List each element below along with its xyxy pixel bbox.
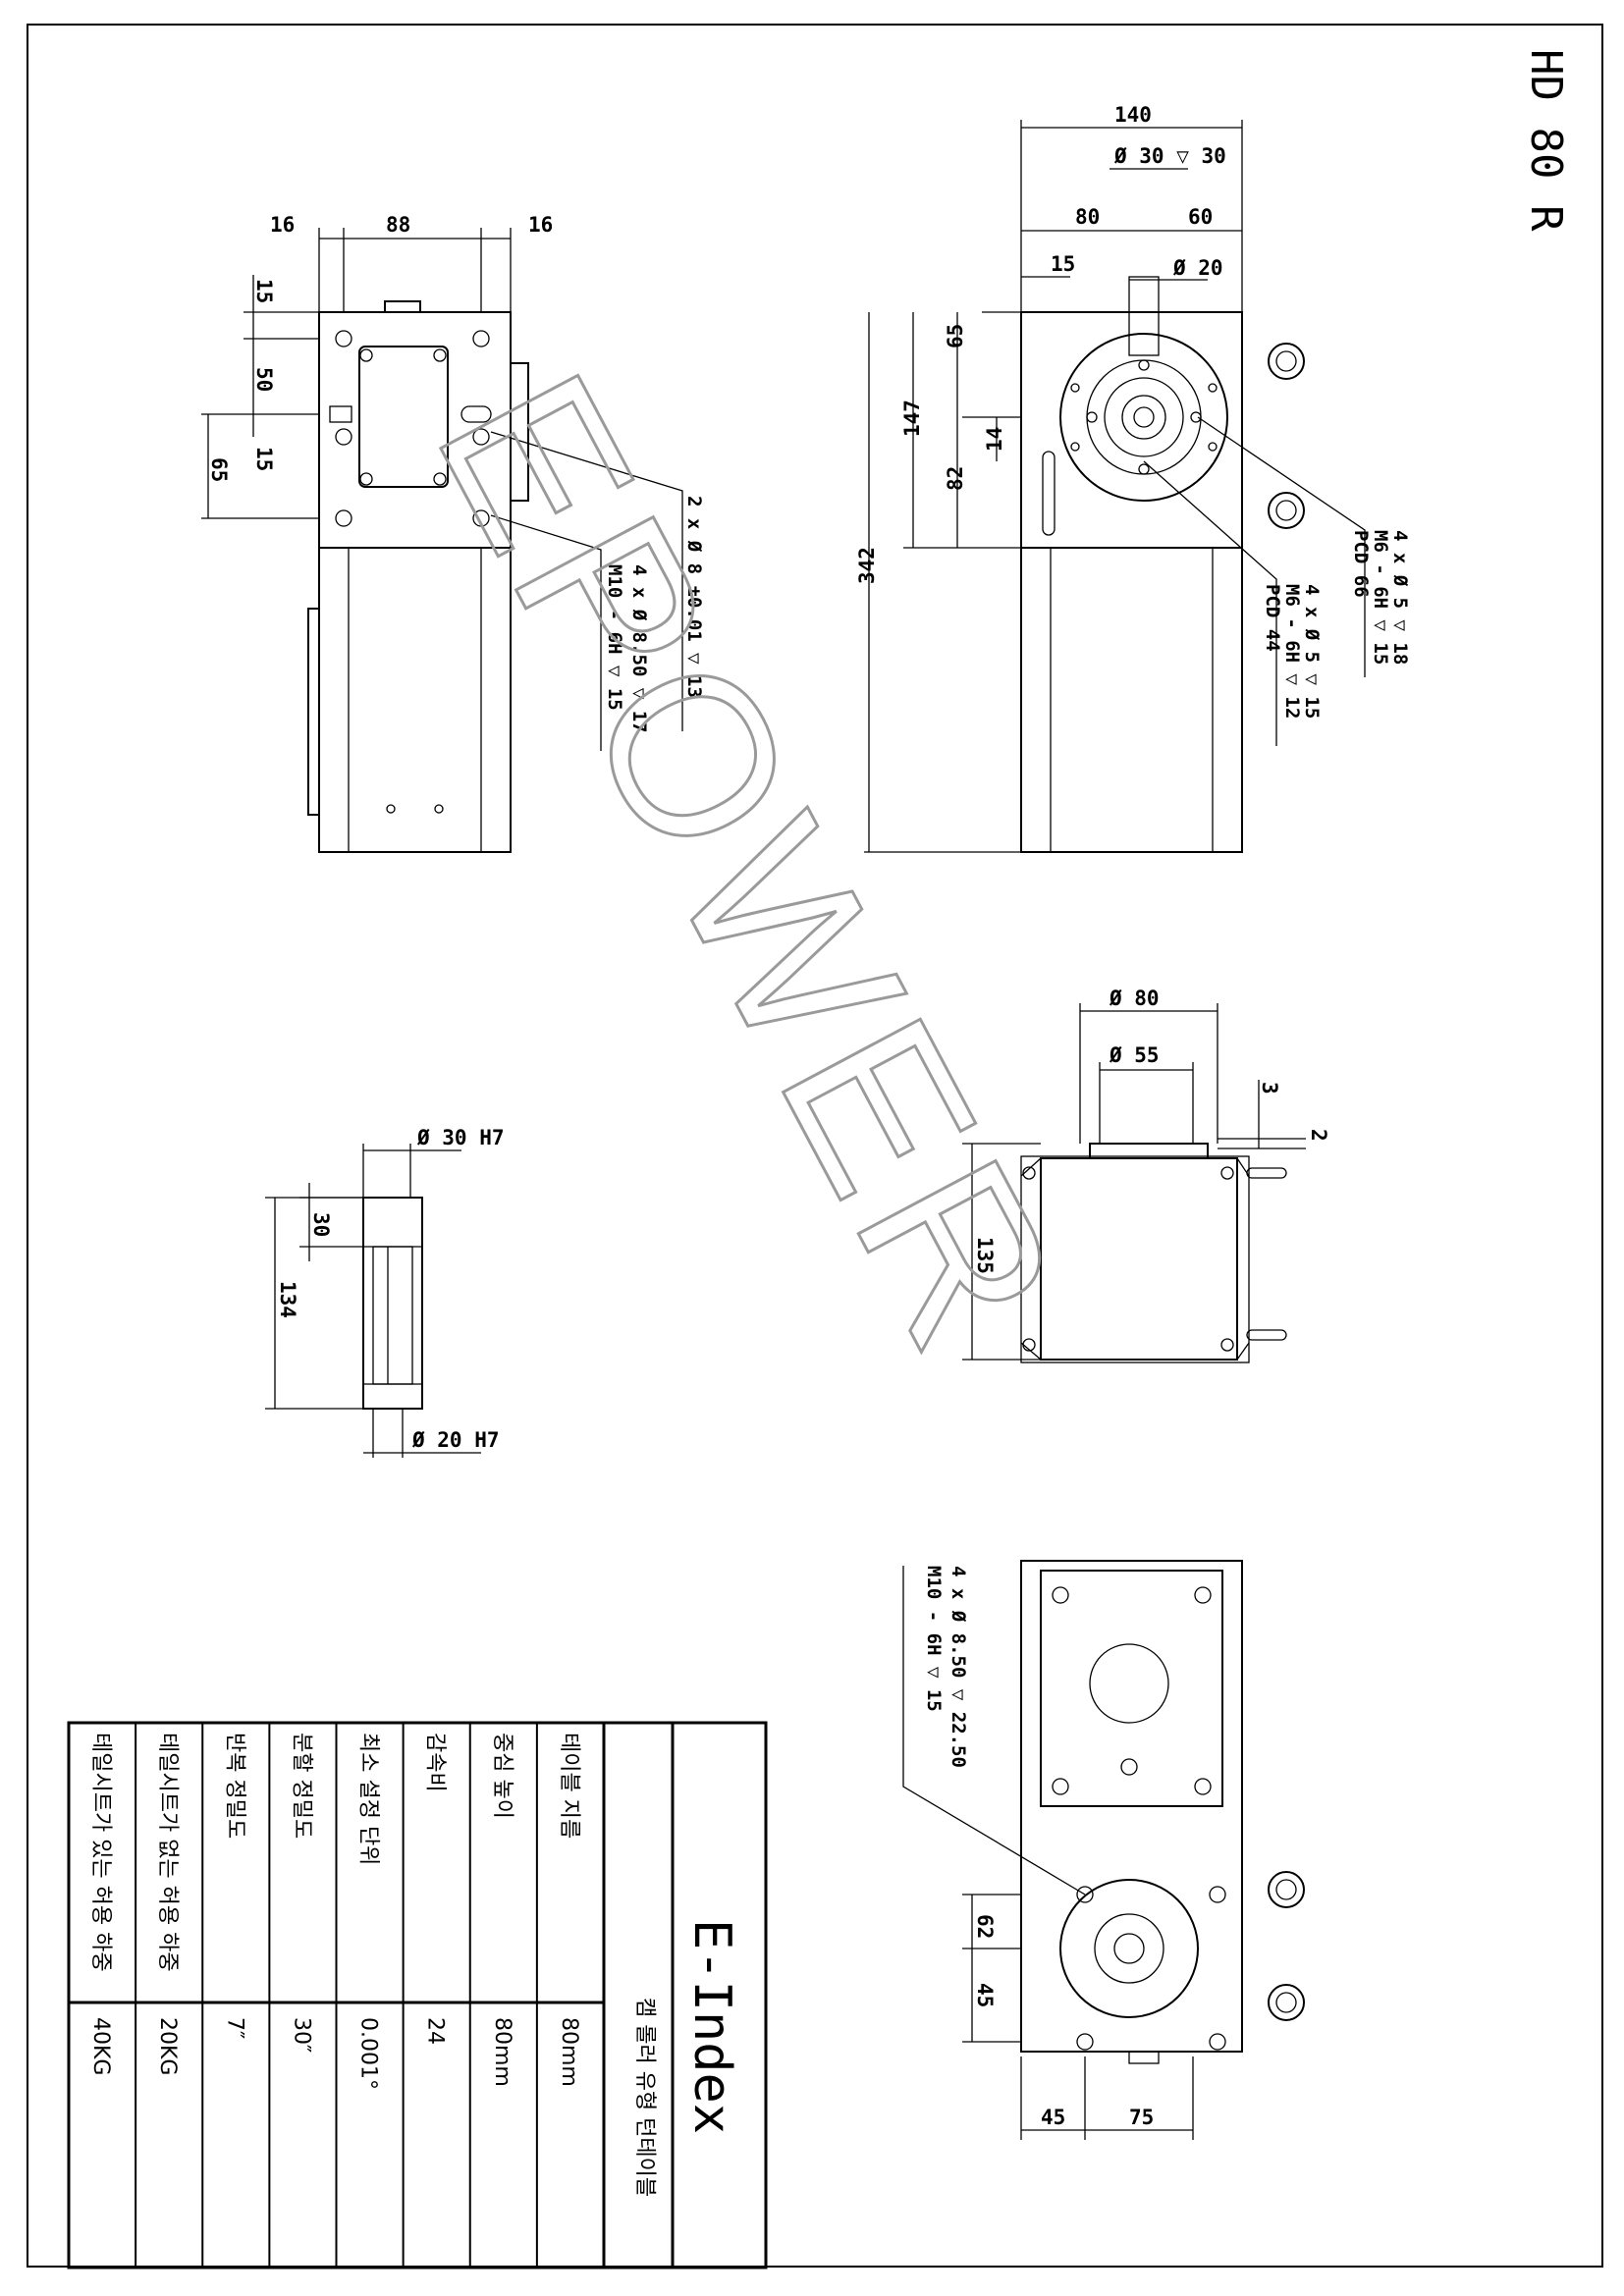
note-bottom-1: 4 x Ø 8.50 ▽ 22.50 — [947, 1566, 969, 1768]
brand-logo-text: E-Index — [682, 1919, 741, 2134]
dim-side-top-offset: 15 — [252, 279, 276, 303]
dim-side-hole-pitch: 50 — [252, 367, 276, 392]
drawing-title: HD 80 R — [1521, 49, 1571, 232]
dim-front-inner-bore: Ø 20 — [1172, 256, 1223, 280]
note-side-2: 4 x Ø 8.50 ▽ 17 — [628, 564, 650, 733]
spec-value-3: 0.001° — [356, 2017, 381, 2090]
dim-shaft-length: 134 — [276, 1281, 299, 1318]
spec-label-3: 최소 설정 단위 — [356, 1733, 381, 1865]
note-front-b2: M6 - 6H ▽ 12 — [1281, 584, 1303, 719]
note-front-b1: 4 x Ø 5 ▽ 15 — [1301, 584, 1323, 719]
spec-value-1: 80mm — [490, 2017, 514, 2087]
dim-top-step-b: 2 — [1307, 1129, 1330, 1142]
spec-value-2: 24 — [423, 2017, 448, 2045]
dim-shaft-depth: 30 — [309, 1212, 333, 1237]
dim-top-height: 135 — [973, 1237, 997, 1274]
dim-side-pin-pitch: 65 — [207, 457, 231, 482]
dim-bottom-pitch-a: 62 — [973, 1914, 997, 1939]
spec-label-5: 반복 정밀도 — [222, 1733, 246, 1839]
product-type: 캠 롤러 유형 턴테이블 — [632, 1998, 657, 2197]
dim-front-pin: 14 — [983, 427, 1006, 452]
spec-value-0: 80mm — [557, 2017, 581, 2087]
sheet-border — [27, 24, 1603, 2268]
dim-top-outer: Ø 80 — [1109, 987, 1160, 1010]
shaft-section: Ø 30 H7 30 134 Ø 20 H7 — [265, 1126, 505, 1458]
dim-front-top: 65 — [944, 324, 967, 348]
note-front-b3: PCD 44 — [1262, 584, 1283, 652]
dim-front-total: 342 — [855, 547, 879, 584]
spec-value-5: 7″ — [222, 2017, 246, 2039]
note-front-a3: PCD 66 — [1350, 530, 1372, 598]
spec-value-4: 30″ — [289, 2017, 313, 2053]
dim-shaft-top-bore: Ø 30 H7 — [416, 1126, 505, 1149]
dim-side-mid: 88 — [386, 213, 410, 237]
dim-bottom-right: 75 — [1129, 2106, 1154, 2129]
note-front-a1: 4 x Ø 5 ▽ 18 — [1389, 530, 1411, 665]
side-view: 16 88 16 15 50 65 15 2 x Ø 8 ±0.01 ▽ 13 … — [201, 213, 705, 853]
dim-side-pin-offset: 15 — [252, 447, 276, 471]
dim-front-width: 140 — [1114, 103, 1152, 127]
spec-label-0: 테이블 지름 — [557, 1733, 581, 1839]
spec-label-7: 테일시트가 있는 허용 하중 — [88, 1733, 113, 1972]
spec-label-1: 중심 높이 — [490, 1733, 514, 1819]
spec-table: 테이블 지름 80mm 중심 높이 80mm 감속비 24 최소 설정 단위 0… — [67, 1721, 768, 2269]
spec-value-7: 40KG — [88, 2017, 113, 2075]
dim-front-low: 82 — [944, 466, 967, 491]
spec-label-4: 분할 정밀도 — [289, 1733, 313, 1839]
dim-front-right: 60 — [1188, 205, 1213, 229]
dim-side-right: 16 — [528, 213, 553, 237]
top-view: Ø 80 Ø 55 3 2 135 — [962, 987, 1330, 1363]
watermark: EPOWER — [390, 336, 1111, 1392]
dim-front-mid: 147 — [900, 400, 924, 437]
dim-front-left: 80 — [1075, 205, 1100, 229]
dim-side-left: 16 — [270, 213, 295, 237]
spec-value-6: 20KG — [155, 2017, 180, 2075]
dim-bottom-left: 45 — [1041, 2106, 1065, 2129]
note-side-1: 2 x Ø 8 ±0.01 ▽ 13 — [683, 496, 705, 698]
front-view: 140 Ø 30 ▽ 30 80 60 15 Ø 20 65 147 82 14… — [855, 103, 1411, 853]
dim-front-bore: Ø 30 ▽ 30 — [1113, 144, 1226, 168]
spec-label-2: 감속비 — [423, 1733, 448, 1792]
dim-front-edge: 15 — [1051, 252, 1075, 276]
dim-top-inner: Ø 55 — [1109, 1043, 1160, 1067]
note-side-3: M10 - 6H ▽ 15 — [604, 564, 625, 711]
bottom-view: 62 45 45 75 4 x Ø 8.50 ▽ 22.50 M10 - 6H … — [902, 1560, 1305, 2140]
dim-shaft-bottom-bore: Ø 20 H7 — [411, 1428, 500, 1452]
note-front-a2: M6 - 6H ▽ 15 — [1370, 530, 1391, 665]
note-bottom-2: M10 - 6H ▽ 15 — [923, 1566, 945, 1712]
dim-top-step-a: 3 — [1258, 1082, 1281, 1095]
spec-label-6: 테일시트가 없는 허용 하중 — [155, 1733, 180, 1972]
dim-bottom-pitch-b: 45 — [973, 1983, 997, 2007]
